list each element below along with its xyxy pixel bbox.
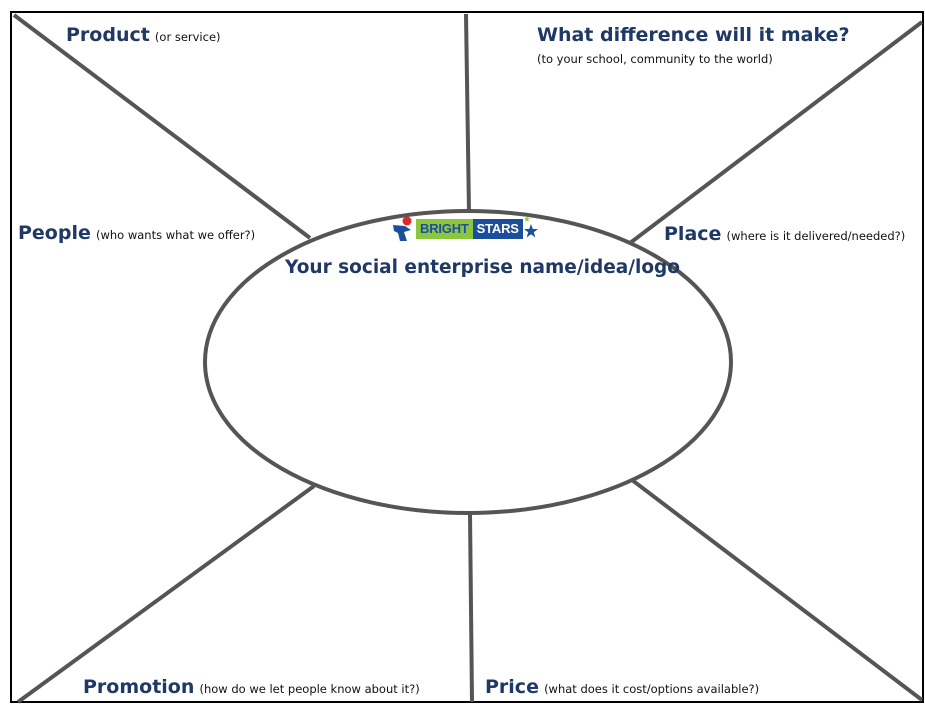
price-heading: Price [485,676,539,698]
difference-hint: (to your school, community to the world) [537,52,773,66]
place-label: Place (where is it delivered/needed?) [664,223,905,245]
spoke-top-left [12,13,312,240]
difference-label: What difference will it make? [537,24,850,46]
spoke-top-right [628,20,924,245]
bright-stars-logo: BRIGHT STARS [392,216,539,242]
promotion-label: Promotion (how do we let people know abo… [83,676,420,698]
spoke-bottom-right [630,478,924,702]
center-ellipse [203,209,733,515]
promotion-hint: (how do we let people know about it?) [199,682,420,696]
logo-word-stars: STARS [472,219,523,239]
product-heading: Product [66,24,150,46]
price-label: Price (what does it cost/options availab… [485,676,759,698]
spoke-top [464,13,471,214]
difference-heading: What difference will it make? [537,24,850,46]
product-label: Product (or service) [66,24,221,46]
people-heading: People [18,222,91,244]
spoke-bottom-left [16,484,316,704]
price-hint: (what does it cost/options available?) [544,682,760,696]
center-title: Your social enterprise name/idea/logo [285,257,680,278]
place-hint: (where is it delivered/needed?) [726,229,906,243]
outer-frame [10,11,924,703]
promotion-heading: Promotion [83,676,195,698]
logo-word-bright: BRIGHT [416,219,473,239]
people-label: People (who wants what we offer?) [18,222,255,244]
figure-icon [393,216,412,241]
star-icon [523,216,538,238]
spoke-bottom [468,512,474,703]
people-hint: (who wants what we offer?) [95,228,256,242]
place-heading: Place [664,223,722,245]
product-hint: (or service) [154,30,221,44]
